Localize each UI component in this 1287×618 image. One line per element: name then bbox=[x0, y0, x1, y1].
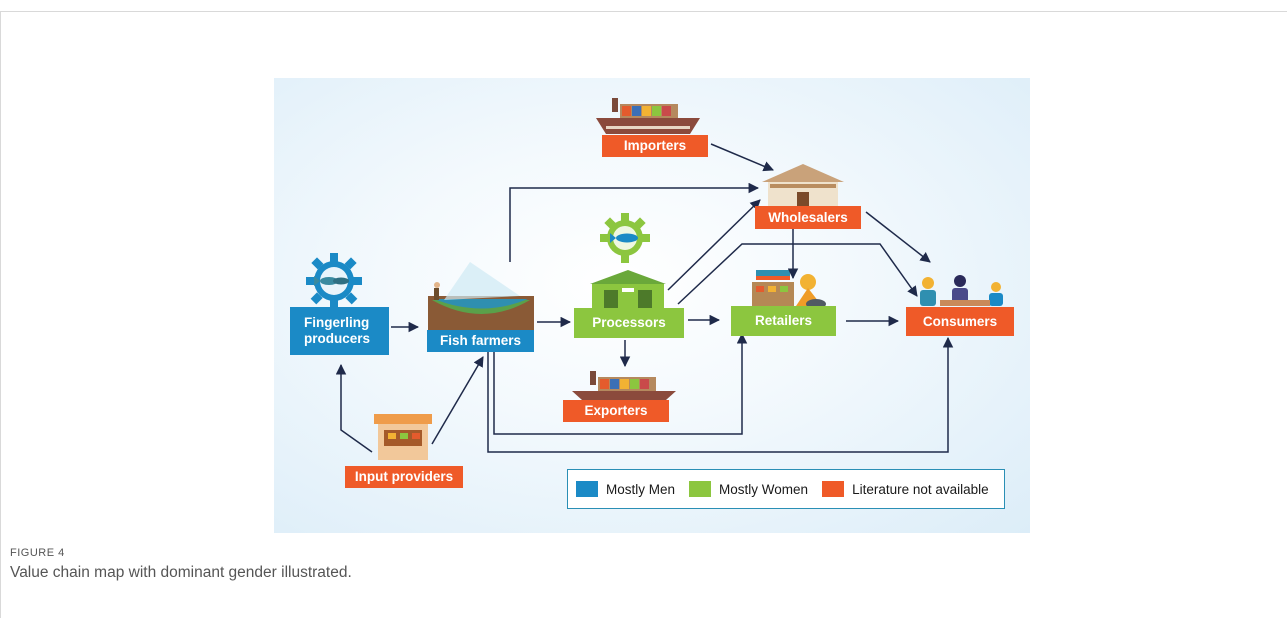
figure-label: FIGURE 4 bbox=[10, 547, 65, 559]
input-provider-shop-icon bbox=[374, 414, 432, 460]
node-exporters: Exporters bbox=[563, 400, 669, 422]
frame-left-border bbox=[0, 11, 1, 618]
edge-processors-to-consumers bbox=[677, 243, 918, 305]
node-fish-farmers: Fish farmers bbox=[427, 330, 534, 352]
importers-ship-icon bbox=[596, 98, 700, 134]
node-consumers: Consumers bbox=[906, 307, 1014, 336]
legend-swatch-green bbox=[689, 481, 712, 497]
edge-wholesalers-to-consumers bbox=[865, 211, 931, 263]
edge-farmers-to-retailers bbox=[493, 332, 748, 435]
edge-input-to-farmers bbox=[431, 356, 484, 445]
consumers-people-icon bbox=[920, 275, 1003, 306]
node-wholesalers: Wholesalers bbox=[755, 206, 861, 229]
fish-pond-icon bbox=[428, 262, 534, 330]
legend-item-mostly-women: Mostly Women bbox=[689, 481, 808, 497]
node-processors: Processors bbox=[574, 308, 684, 338]
edge-farmers-to-wholesalers bbox=[509, 182, 760, 262]
exporters-ship-icon bbox=[572, 371, 676, 400]
node-fingerling-producers: Fingerling producers bbox=[290, 307, 389, 355]
legend-item-literature-not-available: Literature not available bbox=[822, 481, 989, 497]
node-input-providers: Input providers bbox=[345, 466, 463, 488]
processor-gear-fish-icon bbox=[600, 213, 650, 263]
node-retailers: Retailers bbox=[731, 306, 836, 336]
legend-label-literature-not-available: Literature not available bbox=[852, 481, 989, 497]
edge-importers-to-wholesalers bbox=[710, 143, 774, 172]
legend-item-mostly-men: Mostly Men bbox=[576, 481, 675, 497]
figure-caption: Value chain map with dominant gender ill… bbox=[10, 564, 352, 581]
edge-processors-to-wholesalers bbox=[667, 199, 761, 291]
frame-top-border bbox=[0, 11, 1287, 12]
processor-building-icon bbox=[590, 270, 666, 308]
edge-farmers-to-consumers bbox=[487, 336, 954, 453]
legend: Mostly Men Mostly Women Literature not a… bbox=[567, 469, 1005, 509]
edge-input-to-fingerling bbox=[335, 363, 373, 453]
legend-label-mostly-men: Mostly Men bbox=[606, 481, 676, 497]
legend-swatch-orange bbox=[822, 481, 845, 497]
fingerling-gear-fish-icon bbox=[306, 253, 362, 309]
legend-label-mostly-women: Mostly Women bbox=[719, 481, 809, 497]
node-importers: Importers bbox=[602, 135, 708, 157]
retailer-stall-icon bbox=[752, 270, 826, 309]
legend-swatch-blue bbox=[576, 481, 598, 497]
wholesalers-warehouse-icon bbox=[762, 164, 844, 206]
